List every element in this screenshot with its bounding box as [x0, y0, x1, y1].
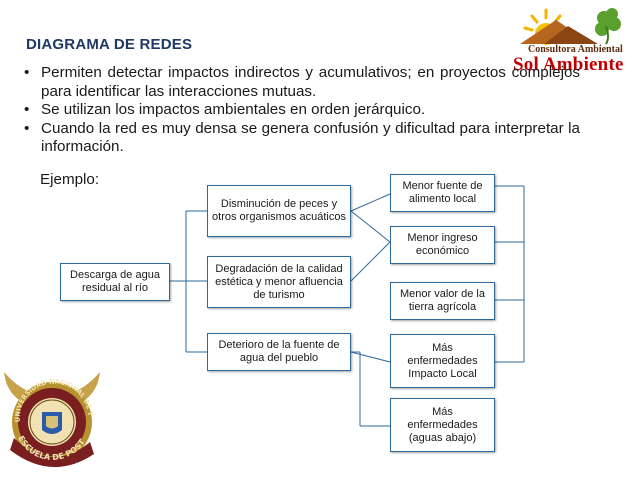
diagram-node-effect: Más enfermedades (aguas abajo) — [390, 398, 495, 452]
bullet-item: • Se utilizan los impactos ambientales en… — [24, 101, 580, 120]
diagram-node-effect: Menor fuente de alimento local — [390, 174, 495, 212]
diagram-node-root: Descarga de agua residual al río — [60, 263, 170, 301]
bullet-text: Se utilizan los impactos ambientales en … — [41, 101, 426, 118]
sol-ambiente-logo — [520, 8, 621, 45]
bullet-text: Permiten detectar impactos indirectos y … — [41, 64, 580, 100]
bullet-list: • Permiten detectar impactos indirectos y… — [24, 64, 580, 157]
bullet-dot: • — [24, 101, 30, 118]
diagram-node-effect: Menor valor de la tierra agrícola — [390, 282, 495, 320]
slide-title: DIAGRAMA DE REDES — [26, 36, 193, 53]
diagram-node-effect: Menor ingreso económico — [390, 226, 495, 264]
bullet-text: Cuando la red es muy densa se genera con… — [41, 119, 580, 156]
bullet-item: • Permiten detectar impactos indirectos y… — [24, 64, 580, 101]
example-label: Ejemplo: — [40, 171, 100, 188]
diagram-node-mid: Disminución de peces y otros organismos … — [207, 185, 351, 237]
bullet-dot: • — [24, 119, 30, 137]
diagram-node-mid: Deterioro de la fuente de agua del puebl… — [207, 333, 351, 371]
university-seal: UNIVERSIDAD NACIONAL DE TRUJILLO ESCUELA… — [2, 362, 100, 468]
bullet-dot: • — [24, 64, 30, 81]
diagram-node-mid: Degradación de la calidad estética y men… — [207, 256, 351, 308]
diagram-node-effect: Más enfermedades Impacto Local — [390, 334, 495, 388]
bullet-item: • Cuando la red es muy densa se genera co… — [24, 120, 580, 157]
logo-tagline: Consultora Ambiental — [528, 44, 623, 55]
logo-brand-name: Sol Ambiente — [513, 54, 624, 75]
